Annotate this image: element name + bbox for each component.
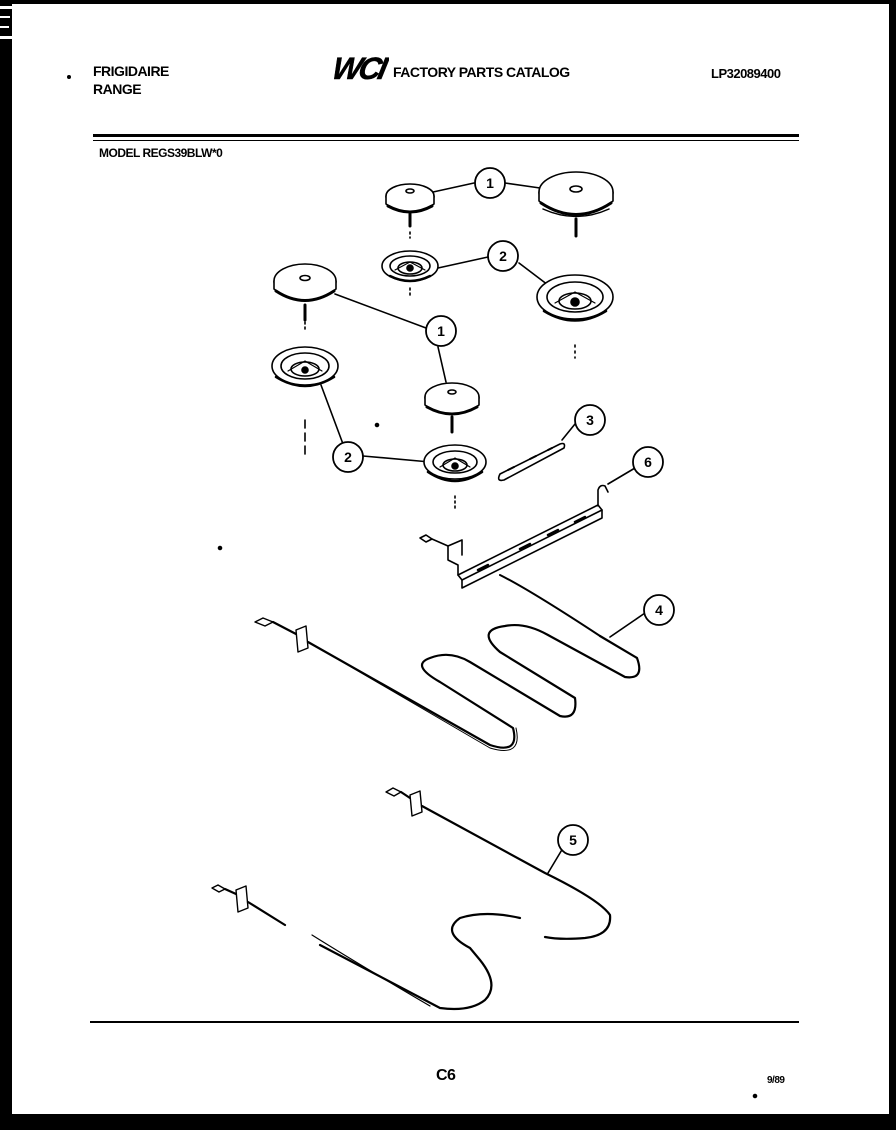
svg-text:6: 6 xyxy=(644,454,652,470)
footer-rule xyxy=(90,1021,799,1023)
surface-element-large-left xyxy=(273,263,337,331)
callout-2-top: 2 xyxy=(487,240,519,272)
brand-name: FRIGIDAIRE xyxy=(93,63,169,79)
header-rule-bottom xyxy=(93,140,799,141)
svg-text:3: 3 xyxy=(586,412,594,428)
scan-artifact xyxy=(0,26,9,28)
surface-element-small-top xyxy=(385,183,435,239)
drip-bowl-large-left xyxy=(271,346,339,459)
callout-5: 5 xyxy=(557,824,589,856)
callout-1-top: 1 xyxy=(474,167,506,199)
brand-block: FRIGIDAIRE RANGE xyxy=(93,62,169,98)
svg-text:5: 5 xyxy=(569,832,577,848)
svg-text:2: 2 xyxy=(499,248,507,264)
scan-artifact xyxy=(0,16,10,18)
scan-artifact xyxy=(0,36,12,39)
callouts: 1 2 1 2 3 6 4 xyxy=(332,167,675,856)
scan-artifact xyxy=(0,6,12,9)
revision-date: 9/89 xyxy=(767,1075,785,1086)
heating-element-lower xyxy=(211,787,612,1011)
callout-2-lower: 2 xyxy=(332,441,364,473)
header-rule-top xyxy=(93,134,799,137)
element-support-bracket xyxy=(497,442,566,482)
svg-text:1: 1 xyxy=(437,323,445,339)
callout-4: 4 xyxy=(643,594,675,626)
surface-element-small-center xyxy=(424,382,480,434)
catalog-title: FACTORY PARTS CATALOG xyxy=(393,64,570,80)
model-label: MODEL REGS39BLW*0 xyxy=(99,146,223,160)
wci-logo: WCI xyxy=(329,52,389,84)
product-type: RANGE xyxy=(93,81,142,97)
drip-bowl-large-top xyxy=(536,274,614,359)
logo-lettering: WCI xyxy=(329,52,389,84)
callout-6: 6 xyxy=(632,446,664,478)
heating-element-upper xyxy=(254,574,641,751)
element-mounting-bracket xyxy=(419,484,609,589)
svg-text:4: 4 xyxy=(655,602,663,618)
drip-bowl-small-center xyxy=(423,444,487,509)
svg-text:2: 2 xyxy=(344,449,352,465)
svg-text:1: 1 xyxy=(486,175,494,191)
catalog-sheet xyxy=(12,4,889,1114)
page-number: C6 xyxy=(436,1067,456,1084)
drip-bowl-small-top xyxy=(381,250,439,299)
leader-lines xyxy=(320,182,646,874)
surface-element-large-top xyxy=(538,171,614,238)
document-number: LP32089400 xyxy=(711,66,781,81)
callout-1-middle: 1 xyxy=(425,315,457,347)
callout-3: 3 xyxy=(574,404,606,436)
